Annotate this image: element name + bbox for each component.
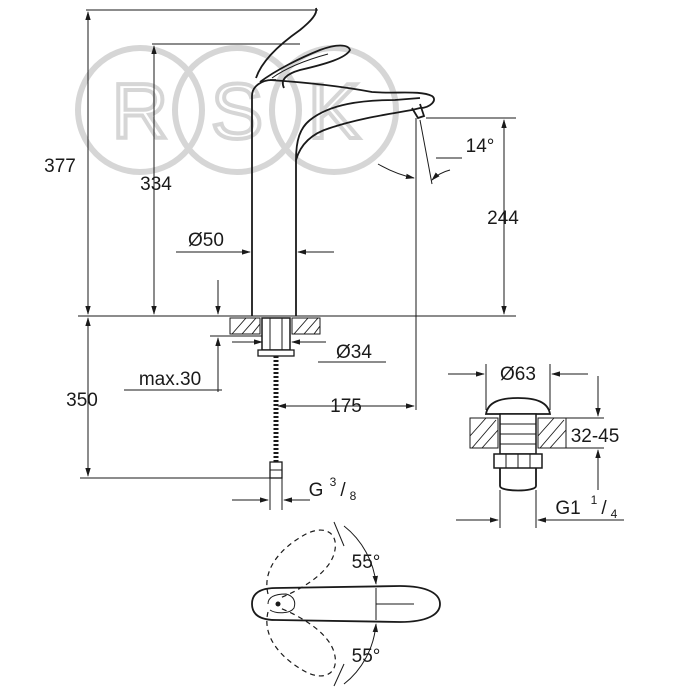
dim-total-height: 377 (44, 156, 76, 177)
dim-outlet-height: 244 (487, 208, 519, 229)
dim-waste-thread-slash: / (601, 498, 607, 519)
dim-spout-height: 334 (140, 174, 172, 195)
dim-handle-angle-top: 55° (352, 552, 381, 573)
mounting-assembly (229, 317, 321, 479)
dim-hose-length: 350 (66, 390, 98, 411)
watermark-letter-k: K (308, 67, 360, 155)
dim-connection-main: G (309, 480, 324, 501)
dim-body-diameter: Ø50 (188, 230, 224, 251)
dim-connection-slash: / (340, 480, 346, 501)
faucet-body (251, 7, 435, 316)
dim-waste-diameter: Ø63 (500, 364, 536, 385)
dim-reach: 175 (330, 396, 362, 417)
waste-assembly (469, 397, 567, 492)
watermark-letter-s: S (211, 67, 263, 155)
dim-waste-thickness: 32-45 (571, 426, 620, 447)
dim-waste-thread-main: G1 (555, 498, 580, 519)
dim-waste-thread-sup: 1 (591, 493, 598, 507)
watermark-letter-r: R (112, 67, 168, 155)
dim-mount-diameter: Ø34 (336, 342, 372, 363)
watermark: R S K (75, 45, 399, 175)
lever-top-view (251, 529, 441, 677)
dim-connection-sub: 8 (350, 489, 357, 503)
dim-waste-thread-sub: 4 (611, 507, 618, 521)
dim-spout-angle: 14° (466, 136, 495, 157)
dim-connection-sup: 3 (330, 475, 337, 489)
dim-max-thickness: max.30 (139, 369, 201, 390)
dim-handle-angle-bottom: 55° (352, 646, 381, 667)
